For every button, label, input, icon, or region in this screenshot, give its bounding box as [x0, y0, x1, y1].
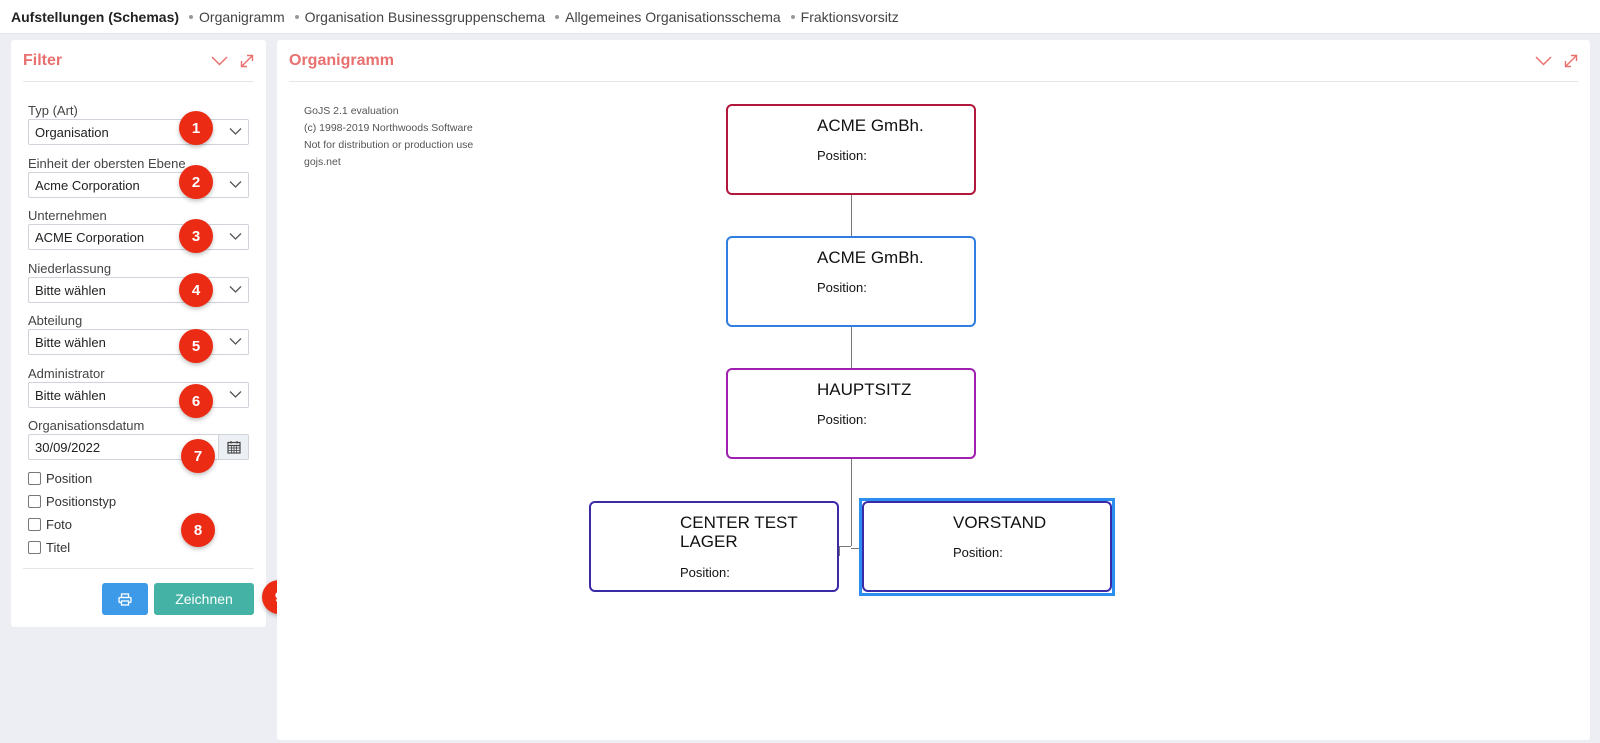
- bullet-icon: [555, 14, 560, 19]
- org-node-vorstand[interactable]: VORSTAND Position:: [862, 501, 1112, 592]
- node-name: HAUPTSITZ: [817, 380, 912, 399]
- filter-title: Filter: [23, 51, 63, 69]
- checkbox-box[interactable]: [28, 518, 41, 531]
- expand-arrows-icon[interactable]: [240, 54, 254, 68]
- nav-item-fraktionsvorsitz[interactable]: Fraktionsvorsitz: [781, 9, 899, 25]
- label-unternehmen: Unternehmen: [28, 208, 107, 223]
- annotation-badge-6: 6: [179, 384, 213, 418]
- annotation-badge-4: 4: [179, 273, 213, 307]
- filter-panel-header: Filter: [23, 40, 254, 82]
- select-unternehmen[interactable]: ACME Corporation: [28, 224, 249, 250]
- printer-icon: [118, 592, 132, 606]
- org-node-acme-root[interactable]: ACME GmBh. Position:: [726, 104, 976, 195]
- checkbox-foto[interactable]: Foto: [28, 517, 72, 532]
- date-input[interactable]: 30/09/2022: [28, 434, 249, 460]
- nav-item-organigramm[interactable]: Organigramm: [179, 9, 285, 25]
- organigram-title: Organigramm: [289, 51, 394, 69]
- connector-line: [851, 458, 852, 546]
- filter-panel: Filter Typ (Art) Organisation Einheit de…: [11, 40, 266, 627]
- select-typ[interactable]: Organisation: [28, 119, 249, 145]
- bullet-icon: [790, 14, 795, 19]
- checkbox-box[interactable]: [28, 541, 41, 554]
- selection-highlight: [859, 498, 1115, 596]
- node-name: CENTER TEST LAGER: [680, 513, 798, 551]
- top-navigation: Aufstellungen (Schemas) Organigramm Orga…: [0, 0, 1600, 34]
- label-einheit: Einheit der obersten Ebene: [28, 156, 186, 171]
- checkbox-box[interactable]: [28, 495, 41, 508]
- label-typ: Typ (Art): [28, 103, 78, 118]
- org-node-acme-child[interactable]: ACME GmBh. Position:: [726, 236, 976, 327]
- chevron-down-icon: [229, 391, 242, 398]
- connector-line: [851, 548, 861, 549]
- connector-line: [839, 546, 840, 556]
- org-node-center-test-lager[interactable]: CENTER TEST LAGER Position:: [589, 501, 839, 592]
- print-button[interactable]: [102, 583, 148, 615]
- chevron-down-icon: [229, 233, 242, 240]
- node-name: ACME GmBh.: [817, 116, 924, 135]
- select-administrator[interactable]: Bitte wählen: [28, 382, 249, 408]
- annotation-badge-1: 1: [179, 111, 213, 145]
- draw-button[interactable]: Zeichnen: [154, 583, 254, 615]
- nav-item-aufstellungen[interactable]: Aufstellungen (Schemas): [11, 8, 180, 25]
- select-abteilung[interactable]: Bitte wählen: [28, 329, 249, 355]
- annotation-badge-2: 2: [179, 165, 213, 199]
- connector-line: [851, 193, 852, 238]
- annotation-badge-8: 8: [181, 513, 215, 547]
- checkbox-positionstyp[interactable]: Positionstyp: [28, 494, 116, 509]
- connector-line: [839, 546, 851, 547]
- org-node-hauptsitz[interactable]: HAUPTSITZ Position:: [726, 368, 976, 459]
- nav-item-allgemeines-schema[interactable]: Allgemeines Organisationsschema: [545, 9, 781, 25]
- node-position: Position:: [817, 280, 867, 295]
- filter-divider: [23, 568, 254, 569]
- bullet-icon: [294, 14, 299, 19]
- node-position: Position:: [817, 412, 867, 427]
- annotation-badge-7: 7: [181, 439, 215, 473]
- label-administrator: Administrator: [28, 366, 105, 381]
- calendar-button[interactable]: [218, 435, 248, 459]
- checkbox-box[interactable]: [28, 472, 41, 485]
- label-niederlassung: Niederlassung: [28, 261, 112, 276]
- node-name: VORSTAND: [953, 513, 1047, 532]
- annotation-badge-3: 3: [179, 219, 213, 253]
- chevron-down-icon: [229, 128, 242, 135]
- node-name: ACME GmBh.: [817, 248, 924, 267]
- checkbox-titel[interactable]: Titel: [28, 540, 70, 555]
- chevron-down-icon[interactable]: [1535, 55, 1552, 66]
- connector-line: [851, 325, 852, 370]
- select-einheit[interactable]: Acme Corporation: [28, 172, 249, 198]
- node-position: Position:: [817, 148, 867, 163]
- calendar-icon: [226, 441, 241, 454]
- watermark-line: Not for distribution or production use: [304, 139, 474, 151]
- chevron-down-icon[interactable]: [211, 55, 228, 66]
- chevron-down-icon: [229, 338, 242, 345]
- nav-item-businessgruppenschema[interactable]: Organisation Businessgruppenschema: [285, 9, 545, 25]
- chevron-down-icon: [229, 286, 242, 293]
- select-niederlassung[interactable]: Bitte wählen: [28, 277, 249, 303]
- label-abteilung: Abteilung: [28, 313, 83, 328]
- expand-arrows-icon[interactable]: [1564, 54, 1578, 68]
- chevron-down-icon: [229, 181, 242, 188]
- node-position: Position:: [953, 545, 1003, 560]
- node-position: Position:: [680, 565, 730, 580]
- watermark-line: gojs.net: [304, 156, 341, 168]
- label-organisationsdatum: Organisationsdatum: [28, 418, 145, 433]
- watermark-line: GoJS 2.1 evaluation: [304, 105, 399, 117]
- organigram-panel: Organigramm GoJS 2.1 evaluation (c) 1998…: [277, 40, 1590, 740]
- checkbox-position[interactable]: Position: [28, 471, 92, 486]
- watermark-line: (c) 1998-2019 Northwoods Software: [304, 122, 473, 134]
- bullet-icon: [189, 14, 194, 19]
- organigram-panel-header: Organigramm: [289, 40, 1578, 82]
- annotation-badge-5: 5: [179, 329, 213, 363]
